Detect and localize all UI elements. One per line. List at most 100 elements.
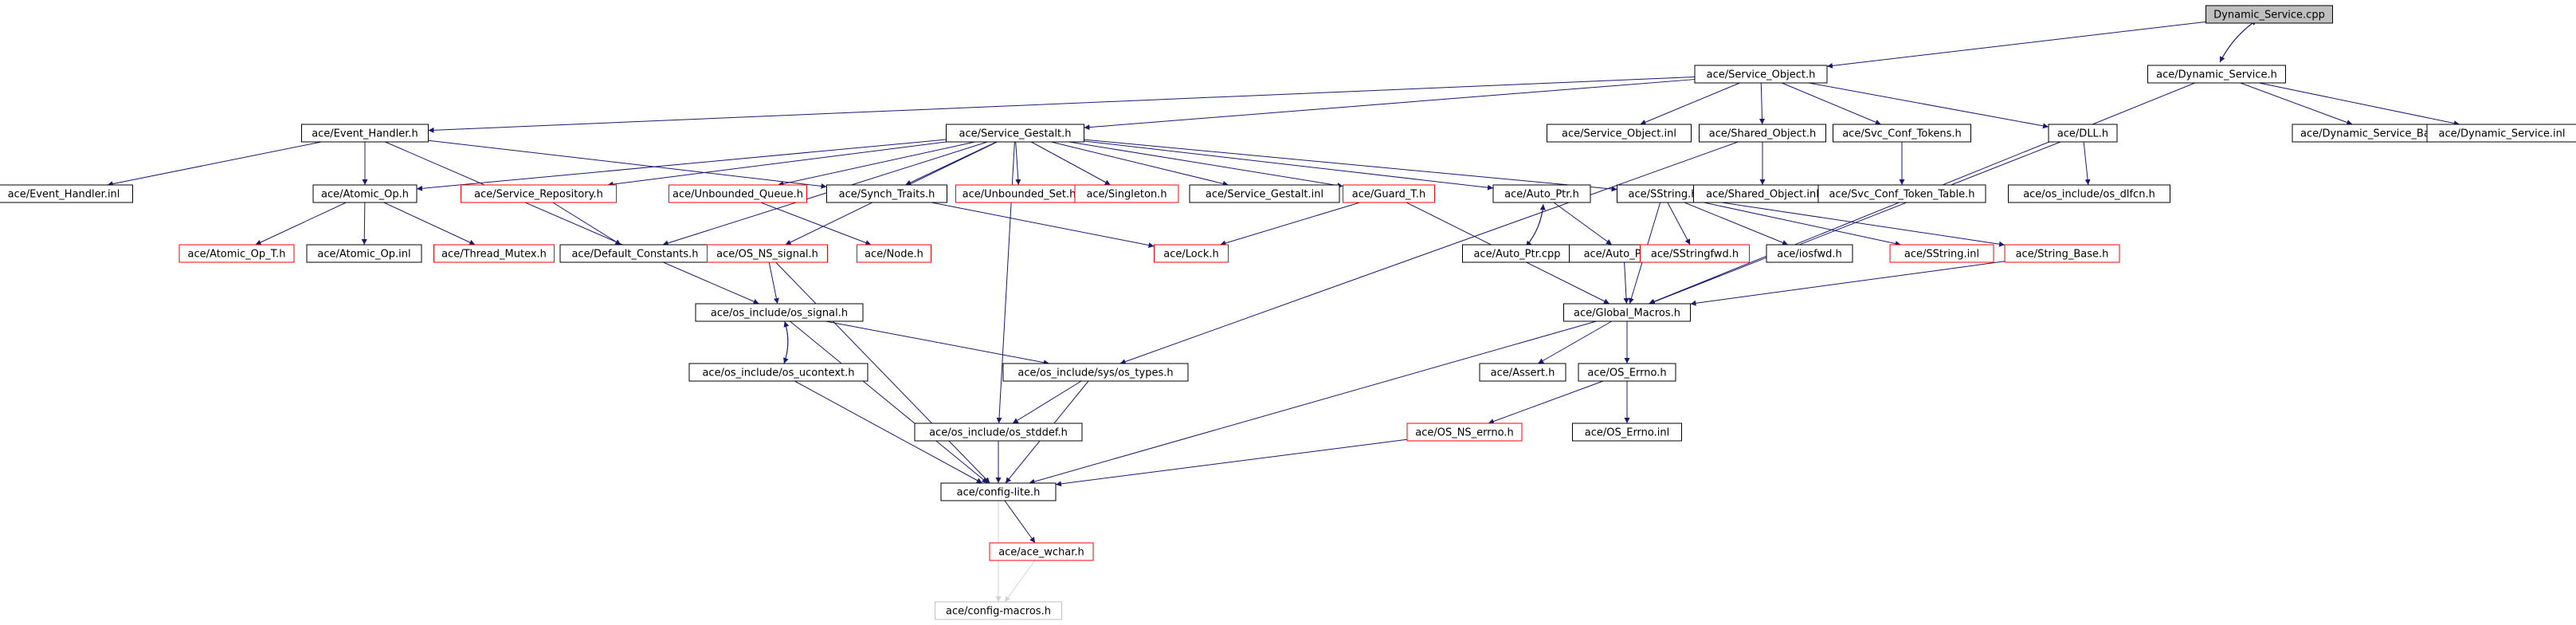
- node-cm[interactable]: ace/config-macros.h: [935, 601, 1062, 620]
- node-box: [1578, 363, 1676, 382]
- node-ehinl[interactable]: ace/Event_Handler.inl: [0, 184, 133, 203]
- node-label: ace/DLL.h: [2057, 128, 2108, 140]
- node-label: ace/os_include/os_signal.h: [711, 308, 848, 320]
- edge-gm-to-cl: [1029, 320, 1597, 485]
- node-errno[interactable]: ace/OS_Errno.h: [1578, 363, 1676, 382]
- edge-shob-to-types: [1119, 141, 1739, 364]
- node-assert[interactable]: ace/Assert.h: [1479, 363, 1566, 382]
- edge-onserrno-to-cl: [1055, 438, 1408, 487]
- node-box: [669, 184, 807, 203]
- edge-apinl-to-gm: [1623, 261, 1629, 305]
- node-label: ace/Unbounded_Set.h: [963, 189, 1076, 201]
- node-sr[interactable]: ace/Service_Repository.h: [461, 184, 617, 203]
- node-box: [695, 303, 864, 322]
- node-label: ace/Svc_Conf_Tokens.h: [1842, 128, 1962, 140]
- edge-so-to-sct: [1782, 82, 1881, 125]
- node-soinl[interactable]: ace/Service_Object.inl: [1547, 124, 1692, 143]
- node-types[interactable]: ace/os_include/sys/os_types.h: [1002, 363, 1189, 382]
- edge-sg-to-us: [1015, 141, 1021, 186]
- edge-dsh-to-dsinl: [2259, 82, 2460, 127]
- node-shob[interactable]: ace/Shared_Object.h: [1699, 124, 1826, 143]
- node-us[interactable]: ace/Unbounded_Set.h: [955, 184, 1083, 203]
- edge-ap-to-apcpp: [1525, 204, 1544, 247]
- node-aop[interactable]: ace/Atomic_Op.h: [312, 184, 418, 203]
- node-label: ace/Service_Object.inl: [1562, 128, 1676, 140]
- edge-sg-to-ss: [1084, 139, 1617, 192]
- node-root[interactable]: Dynamic_Service.cpp: [2205, 5, 2333, 24]
- edge-eh-to-ehinl: [107, 141, 322, 187]
- node-ss[interactable]: ace/SString.h: [1617, 184, 1709, 203]
- node-ssfwd[interactable]: ace/SStringfwd.h: [1640, 244, 1750, 263]
- node-stddef[interactable]: ace/os_include/os_stddef.h: [914, 423, 1083, 442]
- node-dsh[interactable]: ace/Dynamic_Service.h: [2147, 65, 2286, 84]
- node-shobinl[interactable]: ace/Shared_Object.inl: [1693, 184, 1832, 203]
- node-aopinl[interactable]: ace/Atomic_Op.inl: [306, 244, 422, 263]
- node-gt[interactable]: ace/Guard_T.h: [1343, 184, 1435, 203]
- node-apcpp[interactable]: ace/Auto_Ptr.cpp: [1462, 244, 1572, 263]
- node-box: [2048, 124, 2118, 143]
- edge-sg-to-sginl: [1051, 141, 1229, 187]
- edge-types-to-stddef: [1012, 380, 1082, 424]
- node-sb[interactable]: ace/String_Base.h: [2004, 244, 2120, 263]
- edge-sg-to-sing: [1031, 141, 1111, 186]
- node-sig[interactable]: ace/os_include/os_signal.h: [695, 303, 864, 322]
- edge-sb-to-gm: [1690, 261, 2006, 306]
- node-dlfcn[interactable]: ace/os_include/os_dlfcn.h: [2008, 184, 2170, 203]
- edges-layer: [107, 19, 2460, 603]
- edge-root-to-so: [1826, 21, 2206, 69]
- edge-apcpp-to-ap: [1525, 204, 1546, 247]
- node-wchar[interactable]: ace/ace_wchar.h: [989, 542, 1094, 561]
- edge-so-to-shob: [1759, 82, 1766, 125]
- node-uctx[interactable]: ace/os_include/os_ucontext.h: [688, 363, 868, 382]
- node-box: [0, 184, 133, 203]
- node-st[interactable]: ace/Synch_Traits.h: [826, 184, 947, 203]
- node-label: ace/Singleton.h: [1086, 189, 1166, 201]
- node-errnoinl[interactable]: ace/OS_Errno.inl: [1572, 423, 1682, 442]
- node-label: ace/Atomic_Op.h: [321, 189, 409, 201]
- node-cl[interactable]: ace/config-lite.h: [940, 482, 1057, 501]
- node-box: [2004, 244, 2120, 263]
- node-aopt[interactable]: ace/Atomic_Op_T.h: [178, 244, 295, 263]
- node-box: [2147, 65, 2286, 84]
- node-gm[interactable]: ace/Global_Macros.h: [1563, 303, 1691, 322]
- node-box: [178, 244, 295, 263]
- node-ap[interactable]: ace/Auto_Ptr.h: [1492, 184, 1591, 203]
- node-box: [2008, 184, 2170, 203]
- node-box: [2426, 124, 2576, 143]
- node-label: ace/Atomic_Op_T.h: [188, 249, 286, 261]
- node-eh[interactable]: ace/Event_Handler.h: [301, 124, 429, 143]
- node-box: [1074, 184, 1179, 203]
- node-label: ace/OS_NS_errno.h: [1415, 427, 1514, 439]
- node-label: ace/Atomic_Op.inl: [317, 249, 410, 261]
- edge-ss-to-iosfwd: [1684, 202, 1789, 246]
- node-iosfwd[interactable]: ace/iosfwd.h: [1766, 244, 1853, 263]
- node-lock[interactable]: ace/Lock.h: [1154, 244, 1229, 263]
- node-sctt[interactable]: ace/Svc_Conf_Token_Table.h: [1817, 184, 1986, 203]
- node-tm[interactable]: ace/Thread_Mutex.h: [433, 244, 555, 263]
- edge-ons-to-sig: [768, 261, 779, 305]
- node-label: ace/Svc_Conf_Token_Table.h: [1829, 189, 1975, 201]
- node-dsinl[interactable]: ace/Dynamic_Service.inl: [2426, 124, 2576, 143]
- node-uq[interactable]: ace/Unbounded_Queue.h: [669, 184, 807, 203]
- node-label: ace/config-macros.h: [946, 606, 1051, 618]
- node-sing[interactable]: ace/Singleton.h: [1074, 184, 1179, 203]
- node-sginl[interactable]: ace/Service_Gestalt.inl: [1189, 184, 1340, 203]
- node-onserrno[interactable]: ace/OS_NS_errno.h: [1406, 423, 1523, 442]
- node-box: [1640, 244, 1750, 263]
- edge-aop-to-aopinl: [361, 202, 367, 246]
- edge-dsh-to-dsb: [2240, 82, 2353, 125]
- node-label: ace/Dynamic_Service_Base.h: [2300, 128, 2452, 140]
- edge-ons-to-cl: [775, 261, 990, 484]
- node-dsb[interactable]: ace/Dynamic_Service_Base.h: [2292, 124, 2460, 143]
- node-ons[interactable]: ace/OS_NS_signal.h: [707, 244, 828, 263]
- node-so[interactable]: ace/Service_Object.h: [1694, 65, 1828, 84]
- node-ssinl[interactable]: ace/SString.inl: [1889, 244, 1994, 263]
- node-node[interactable]: ace/Node.h: [857, 244, 931, 263]
- node-box: [1766, 244, 1853, 263]
- node-dll[interactable]: ace/DLL.h: [2048, 124, 2118, 143]
- edge-sg-to-sr: [607, 141, 947, 187]
- node-sg[interactable]: ace/Service_Gestalt.h: [946, 124, 1084, 143]
- node-dc[interactable]: ace/Default_Constants.h: [559, 244, 711, 263]
- node-sct[interactable]: ace/Svc_Conf_Tokens.h: [1833, 124, 1971, 143]
